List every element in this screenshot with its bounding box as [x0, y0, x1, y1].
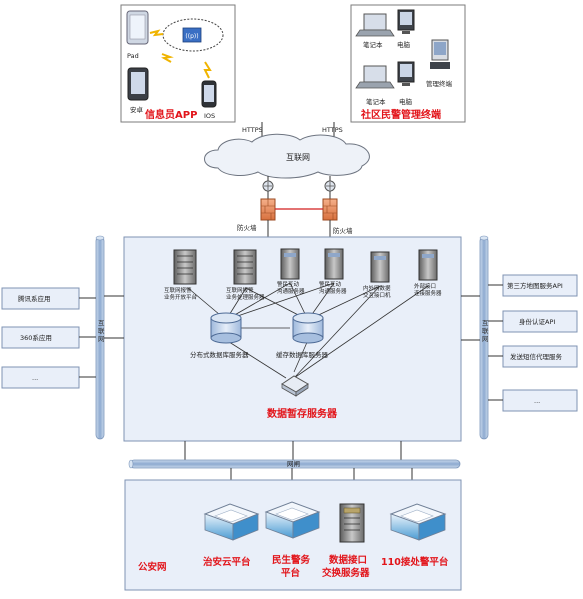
app-box — [1, 366, 80, 389]
ios-label: IOS — [204, 112, 215, 120]
https-label-right: HTTPS — [322, 126, 343, 134]
pad-label: Pad — [127, 52, 139, 60]
https-label-left: HTTPS — [242, 126, 263, 134]
gateway-label: 网闸 — [287, 460, 300, 468]
platform-label: 民生警务 平台 — [272, 554, 313, 579]
wireless-signal-icon — [149, 29, 164, 37]
android-label: 安卓 — [130, 105, 144, 114]
desktop-computer-icon — [397, 9, 415, 34]
firewall-label-right: 防火墙 — [333, 226, 353, 235]
server-icon — [339, 503, 365, 543]
server-icon — [418, 249, 438, 281]
app-label: ... — [32, 374, 38, 382]
service-label: 身份认证API — [519, 317, 555, 326]
laptop-icon — [355, 65, 395, 89]
info-app-title: 信息员APP — [145, 108, 197, 121]
internet-cloud-icon — [204, 133, 370, 179]
wifi-cloud-icon: ((p)) — [162, 18, 224, 52]
distributed-db-label: 分布式数据库服务器 — [190, 350, 249, 359]
gateway-bus — [128, 459, 461, 469]
server-icon — [324, 248, 344, 280]
platform-label: 110接处警平台 — [381, 556, 449, 568]
server-label: 外部接口 连接服务器 — [414, 282, 442, 297]
internet-label: 互联网 — [286, 153, 310, 162]
cloud-platform-icon — [264, 501, 321, 539]
cloud-platform-icon — [203, 503, 260, 541]
right-internet-bus — [479, 235, 489, 440]
management-terminal-label: 管理终端 — [426, 79, 453, 88]
cloud-platform-icon — [389, 503, 447, 541]
service-label: 发送短信代理服务 — [510, 352, 563, 361]
firewall-label-left: 防火墙 — [237, 223, 257, 232]
wireless-signal-icon — [203, 61, 212, 79]
router-icon — [262, 180, 274, 192]
laptop-label-1: 笔记本 — [363, 40, 383, 49]
firewall-icon — [260, 198, 276, 221]
wireless-signal-icon — [161, 53, 174, 63]
database-icon — [292, 312, 324, 344]
service-label: ... — [534, 397, 540, 405]
server-icon — [233, 249, 257, 285]
storage-server-icon — [281, 375, 309, 397]
wifi-label: ((p)) — [185, 33, 198, 40]
server-label: 互联网报警 业务处理服务器 — [226, 286, 265, 301]
right-bus-label: 互联网 — [482, 319, 489, 343]
firewall-icon — [322, 198, 338, 221]
server-label: 内外网数据 交互接口机 — [363, 284, 392, 299]
police-terminal-title: 社区民警管理终端 — [360, 108, 441, 121]
ios-phone-icon — [201, 80, 217, 108]
staging-server-title: 数据暂存服务器 — [267, 407, 338, 420]
police-terminal-panel: 笔记本 电脑 管理终端 笔记本 电脑 — [350, 4, 466, 123]
tablet-icon — [126, 10, 149, 45]
server-icon — [173, 249, 197, 285]
police-network-title: 公安网 — [138, 561, 167, 573]
server-label: 警民互动 沟通服务器 — [277, 280, 305, 295]
platform-label: 数据接口 交换服务器 — [322, 554, 370, 579]
laptop-icon — [355, 13, 395, 37]
service-label: 第三方地图服务API — [507, 281, 563, 290]
right-services: 第三方地图服务API 身份认证API 发送短信代理服务 ... — [502, 274, 578, 412]
server-label: 互联网报警 业务开放平台 — [164, 286, 198, 301]
platform-label: 治安云平台 — [203, 556, 251, 568]
server-label: 警民互动 沟通服务器 — [319, 280, 347, 295]
database-icon — [210, 312, 242, 344]
desktop-label-1: 电脑 — [397, 40, 411, 49]
server-icon — [370, 251, 390, 283]
left-bus-label: 互联网 — [98, 319, 105, 343]
app-label: 腾讯系应用 — [18, 294, 51, 303]
server-icon — [280, 248, 300, 280]
app-label: 360系应用 — [20, 333, 52, 342]
laptop-label-2: 笔记本 — [366, 97, 386, 106]
desktop-computer-icon — [397, 61, 415, 86]
cache-db-label: 缓存数据库服务器 — [276, 350, 329, 359]
management-terminal-icon — [430, 39, 450, 69]
router-icon — [324, 180, 336, 192]
left-apps: 腾讯系应用 360系应用 ... — [1, 287, 80, 389]
desktop-label-2: 电脑 — [399, 97, 413, 106]
mobile-app-panel: Pad ((p)) 安卓 IOS — [120, 4, 236, 123]
android-phone-icon — [127, 67, 149, 101]
